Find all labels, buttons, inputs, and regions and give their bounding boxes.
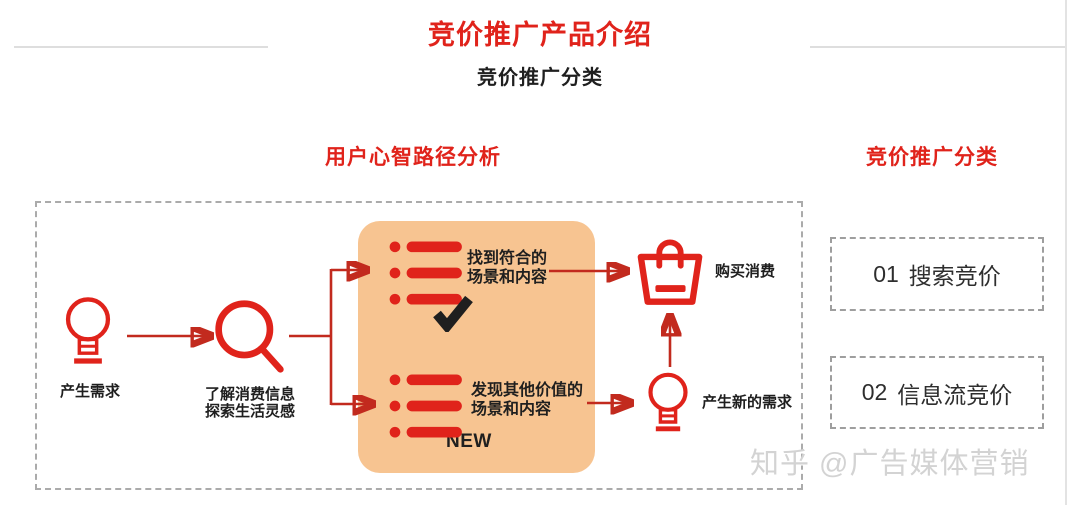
checkmark-icon [433, 295, 473, 332]
category-box-search-bidding: 01 搜索竞价 [830, 237, 1044, 311]
header-divider-left [14, 46, 268, 48]
category-number: 01 [873, 260, 899, 287]
branch-label-match: 找到符合的 场景和内容 [467, 249, 547, 287]
lightbulb-icon [62, 294, 114, 376]
search-icon [212, 297, 288, 377]
checklist-icon [389, 241, 463, 305]
step-label-demand: 产生需求 [59, 383, 120, 400]
category-label: 搜索竞价 [908, 263, 1001, 289]
section-header-user-path: 用户心智路径分析 [325, 146, 501, 169]
header-divider-right [810, 46, 1066, 48]
page-title: 竞价推广产品介绍 [428, 20, 652, 50]
step-label-purchase: 购买消费 [715, 263, 776, 280]
step-label-explore-line2: 探索生活灵感 [204, 403, 295, 420]
section-header-categories: 竞价推广分类 [866, 146, 998, 169]
lightbulb-icon [645, 371, 691, 441]
category-box-feed-bidding: 02 信息流竞价 [830, 356, 1044, 429]
step-label-new-demand: 产生新的需求 [702, 394, 793, 411]
branch-label-match-line1: 找到符合的 [467, 250, 548, 267]
step-label-explore-line1: 了解消费信息 [204, 386, 295, 403]
branch-label-match-line2: 场景和内容 [467, 269, 548, 286]
list-icon [389, 374, 463, 438]
slide-edge-line [1065, 0, 1067, 505]
category-number: 02 [861, 379, 888, 405]
shopping-bag-icon [635, 237, 705, 308]
branch-label-discover-line2: 场景和内容 [471, 401, 552, 418]
branch-label-discover-line1: 发现其他价值的 [471, 382, 584, 399]
category-label: 信息流竞价 [897, 381, 1013, 408]
step-label-explore: 了解消费信息 探索生活灵感 [200, 386, 300, 420]
branch-label-discover: 发现其他价值的 场景和内容 [471, 381, 583, 419]
page-subtitle: 竞价推广分类 [477, 67, 603, 89]
watermark: 知乎 @广告媒体营销 [750, 448, 1030, 480]
